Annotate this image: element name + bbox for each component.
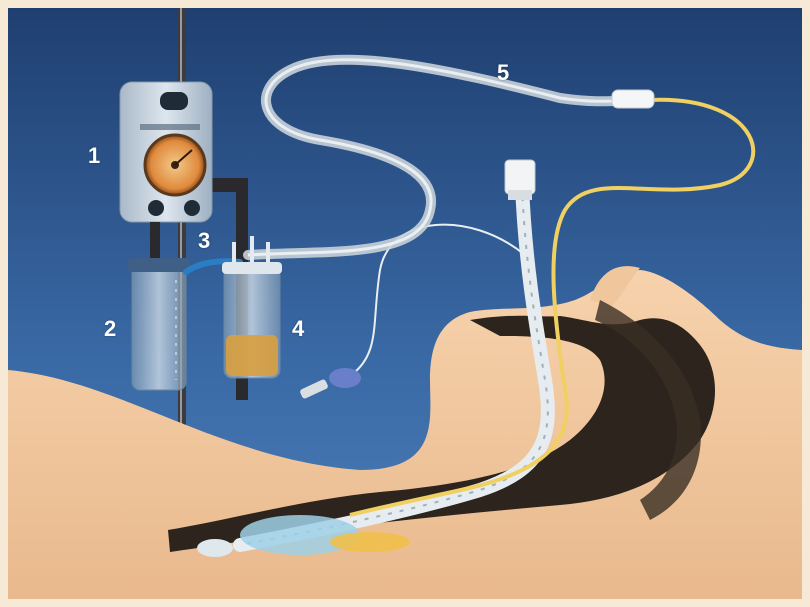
ett-connector-ring: [508, 190, 532, 200]
regulator-knob-left: [148, 200, 164, 216]
ett-tip: [197, 539, 233, 557]
callout-5: 5: [497, 62, 509, 84]
collection-canister: [132, 262, 186, 390]
regulator-stem: [150, 222, 160, 262]
callout-1: 1: [88, 145, 100, 167]
ett-connector: [505, 160, 535, 194]
callout-2: 2: [104, 318, 116, 340]
pilot-balloon: [329, 368, 361, 388]
regulator-top-dial: [160, 92, 188, 110]
canister-lid: [128, 258, 190, 272]
callout-3: 3: [198, 230, 210, 252]
trap-fluid: [226, 335, 278, 376]
regulator-label: [140, 124, 200, 130]
tubing-connector: [612, 90, 654, 108]
secretion-pool: [330, 532, 410, 552]
trap-lid: [222, 262, 282, 274]
regulator-knob-right: [184, 200, 200, 216]
callout-4: 4: [292, 318, 304, 340]
